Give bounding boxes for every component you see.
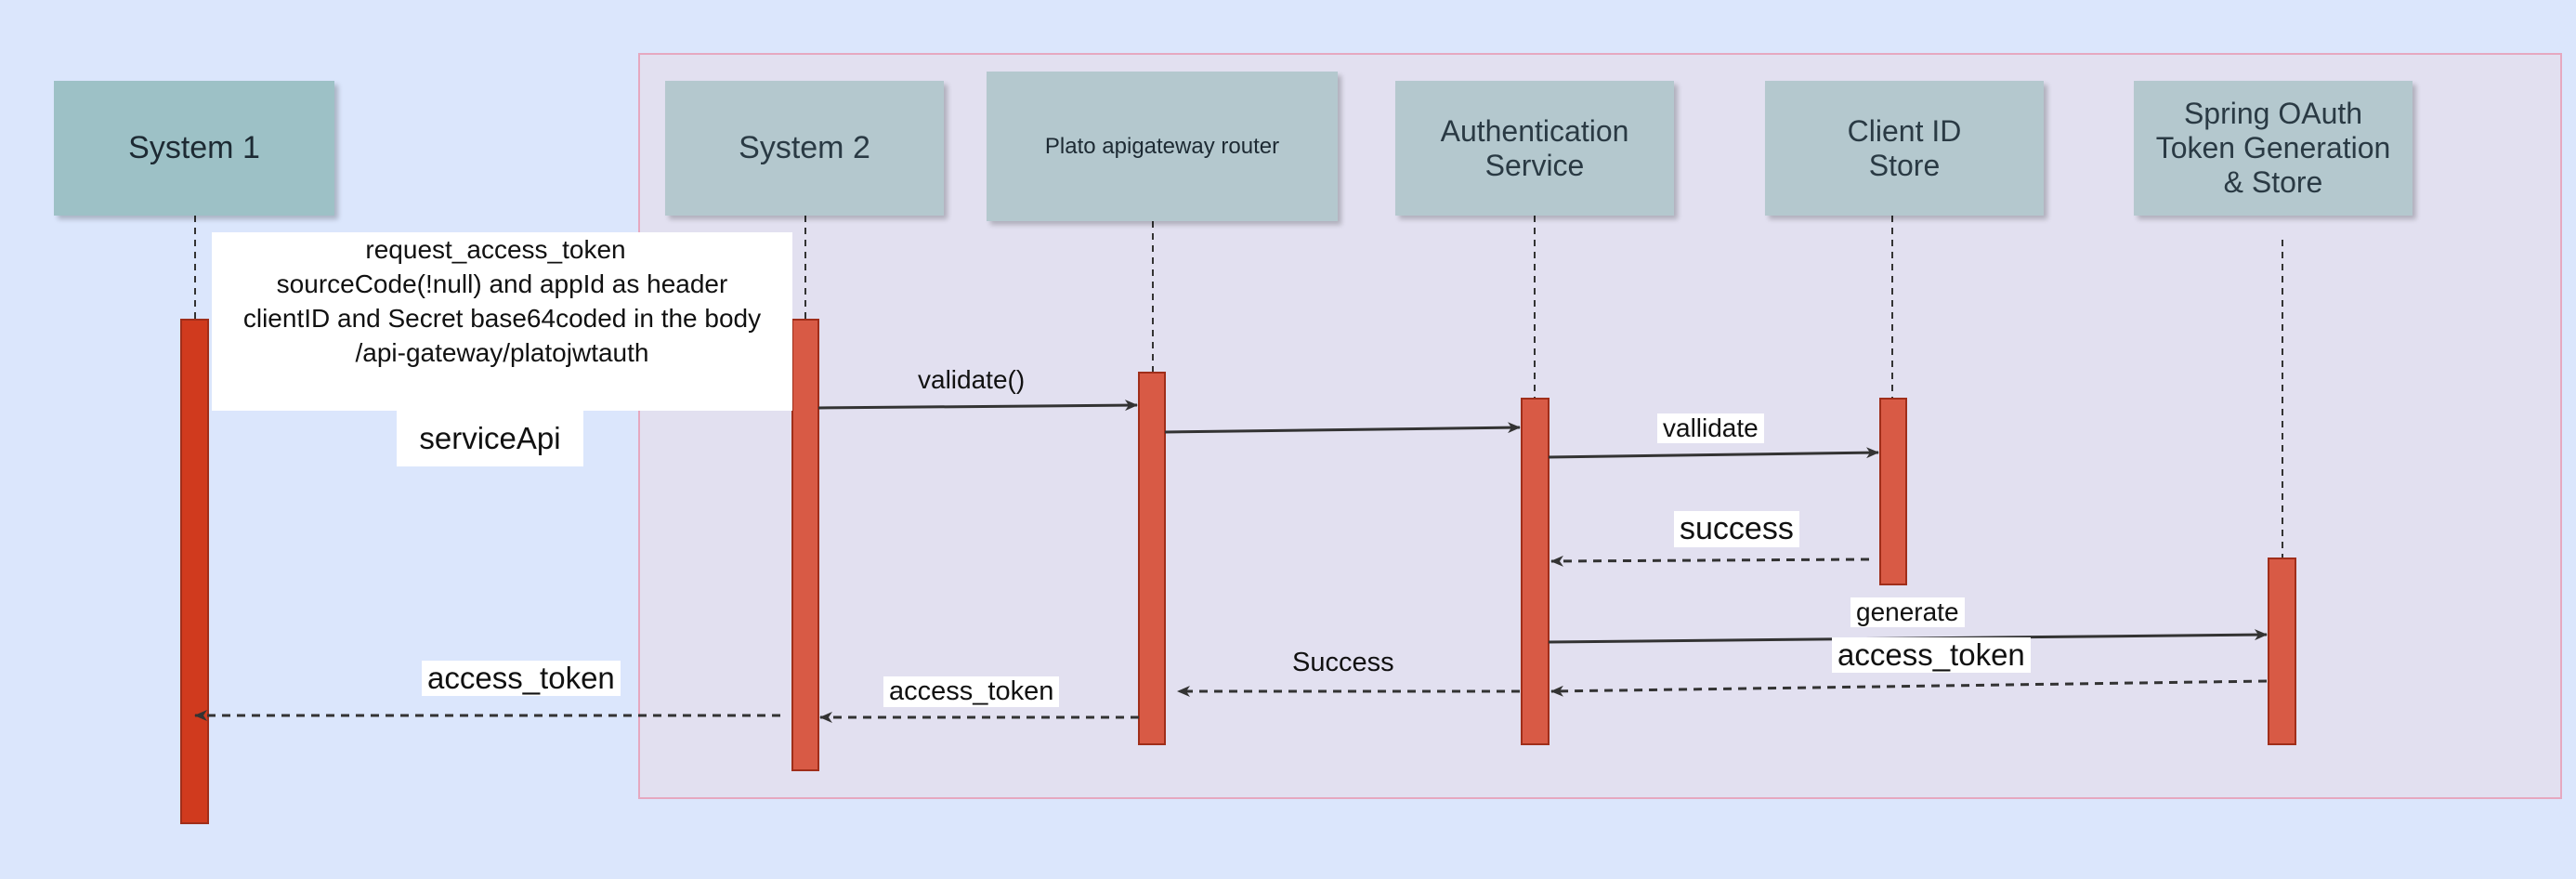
participant-router: Plato apigateway router <box>987 72 1338 221</box>
activation-router <box>1138 372 1166 745</box>
participant-system1-label: System 1 <box>128 129 260 165</box>
request-access-token-note: request_access_token sourceCode(!null) a… <box>212 232 792 411</box>
service-api-label: serviceApi <box>397 411 583 466</box>
activation-auth <box>1521 398 1550 745</box>
participant-oauth: Spring OAuth Token Generation & Store <box>2134 81 2413 216</box>
activation-clientid <box>1879 398 1907 585</box>
activation-system2 <box>791 319 819 771</box>
participant-clientid-label: Client ID Store <box>1847 113 1962 182</box>
request-note-line-3: clientID and Secret base64coded in the b… <box>242 304 762 333</box>
message-success-return-label: success <box>1674 511 1799 547</box>
message-access-token-system2-label: access_token <box>883 676 1060 707</box>
message-validate-arrow <box>817 400 1138 412</box>
request-note-line-4: /api-gateway/platojwtauth <box>355 338 649 367</box>
message-router-to-auth-arrow <box>1164 422 1521 434</box>
participant-auth: Authentication Service <box>1395 81 1674 216</box>
participant-system2: System 2 <box>665 81 944 216</box>
request-note-line-2: sourceCode(!null) and appId as header <box>276 269 728 298</box>
activation-system1 <box>180 319 209 824</box>
message-success-router-label: Success <box>1292 648 1394 677</box>
participant-oauth-label: Spring OAuth Token Generation & Store <box>2155 97 2391 199</box>
message-validate-label: validate() <box>918 365 1026 394</box>
participant-system1: System 1 <box>54 81 334 216</box>
message-access-token-oauth-label: access_token <box>1832 637 2031 673</box>
participant-clientid: Client ID Store <box>1765 81 2044 216</box>
message-access-token-system1-label: access_token <box>422 661 621 696</box>
message-vallidate-arrow <box>1548 447 1879 459</box>
participant-system2-label: System 2 <box>739 129 870 165</box>
participant-auth-label: Authentication Service <box>1440 113 1629 182</box>
request-note-line-1: request_access_token <box>365 235 626 264</box>
message-access-token-return-oauth-arrow <box>1550 679 2268 697</box>
message-generate-label: generate <box>1850 597 1965 627</box>
message-vallidate-label: vallidate <box>1657 413 1764 443</box>
activation-oauth <box>2268 558 2296 745</box>
participant-router-label: Plato apigateway router <box>1044 133 1280 159</box>
